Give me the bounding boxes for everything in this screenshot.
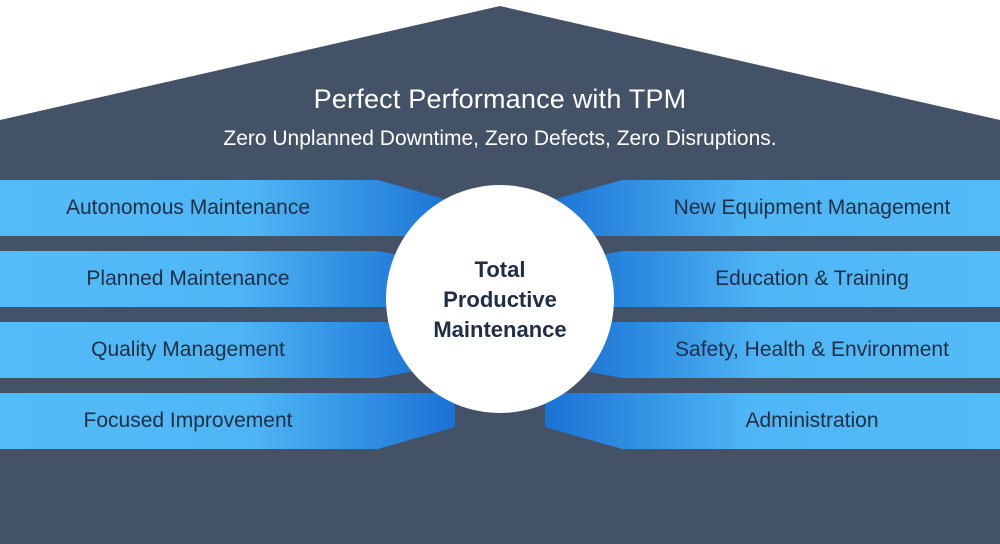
pillar-label-focused-improvement: Focused Improvement: [83, 409, 293, 432]
pillar-label-planned-maintenance: Planned Maintenance: [86, 267, 290, 290]
diagram-subtitle: Zero Unplanned Downtime, Zero Defects, Z…: [223, 127, 777, 150]
pillar-label-new-equipment-management: New Equipment Management: [673, 196, 951, 219]
pillar-bar-planned-maintenance: [0, 251, 430, 307]
diagram-title: Perfect Performance with TPM: [313, 84, 687, 114]
center-label-line-3: Maintenance: [433, 317, 567, 342]
pillar-bar-new-equipment-management: [545, 180, 1000, 236]
pillar-label-safety-health-environment: Safety, Health & Environment: [675, 338, 949, 361]
pillar-bar-safety-health-environment: [570, 322, 1000, 378]
pillar-bars: [0, 180, 1000, 449]
center-label-line-1: Total: [474, 257, 526, 282]
pillar-label-quality-management: Quality Management: [91, 338, 285, 361]
center-label: Total Productive Maintenance: [390, 255, 610, 345]
pillar-bar-education-training: [570, 251, 1000, 307]
pillar-label-autonomous-maintenance: Autonomous Maintenance: [66, 196, 310, 219]
pillar-bar-administration: [545, 393, 1000, 449]
center-circle: [386, 185, 614, 413]
pillar-bar-quality-management: [0, 322, 430, 378]
center-label-line-2: Productive: [443, 287, 557, 312]
pillar-label-administration: Administration: [745, 409, 879, 432]
pillar-bar-autonomous-maintenance: [0, 180, 455, 236]
pillar-label-education-training: Education & Training: [715, 267, 909, 290]
pillar-bar-focused-improvement: [0, 393, 455, 449]
